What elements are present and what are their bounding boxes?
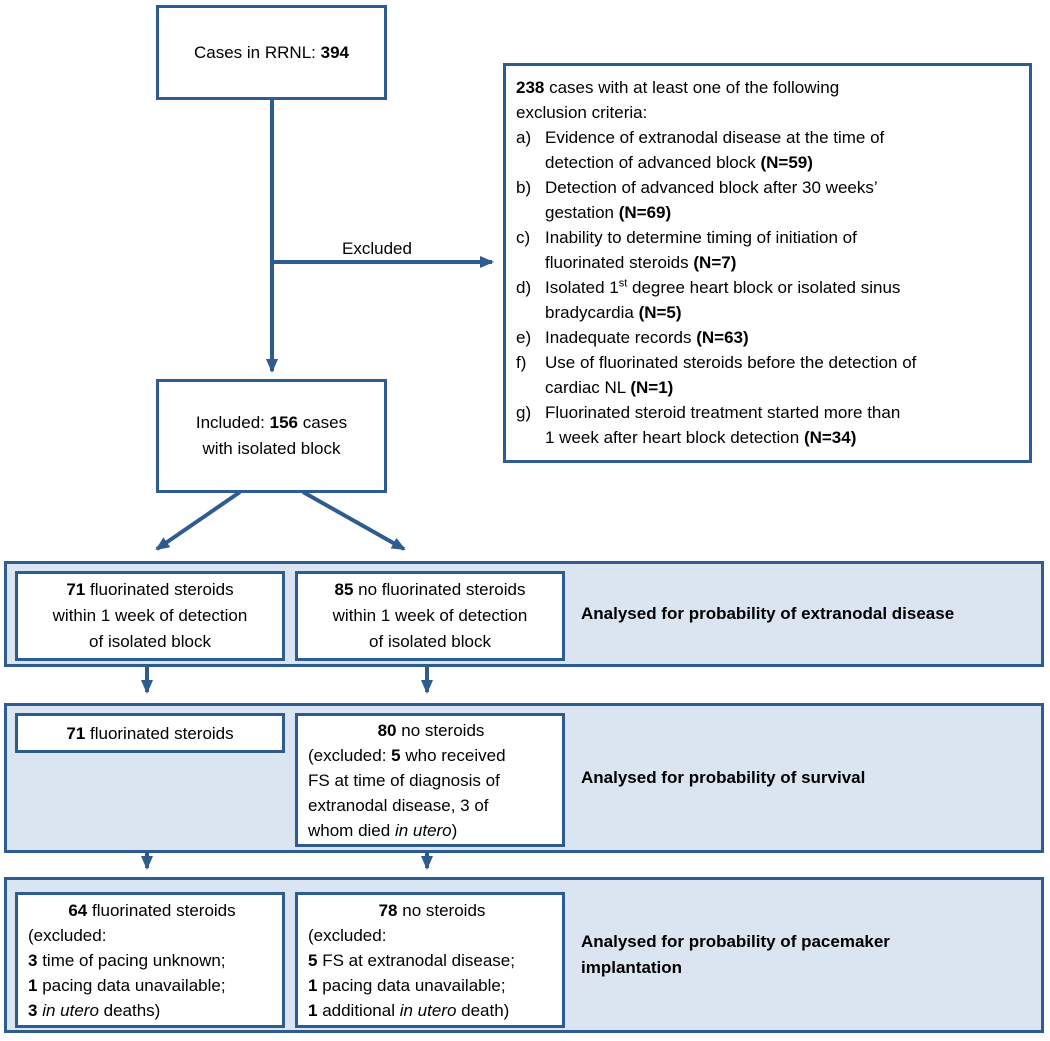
cases-rrnl-box: Cases in RRNL: 394	[156, 5, 387, 100]
band3-no-fs-box: 78 no steroids (excluded: 5 FS at extran…	[295, 892, 565, 1028]
band3-label: Analysed for probability of pacemaker im…	[581, 932, 890, 977]
exclusion-intro-line1: 238 cases with at least one of the follo…	[516, 78, 840, 97]
band-extranodal-disease: 71 fluorinated steroids within 1 week of…	[4, 561, 1044, 667]
exclusion-item-f: f) Use of fluorinated steroids before th…	[516, 353, 917, 397]
included-line2: with isolated block	[202, 439, 341, 458]
band2-fs-box: 71 fluorinated steroids	[15, 713, 285, 753]
included-box: Included: 156 cases with isolated block	[156, 379, 387, 493]
band2-no-fs-box: 80 no steroids (excluded: 5 who received…	[295, 713, 565, 847]
band2-label: Analysed for probability of survival	[581, 768, 866, 787]
exclusion-item-a: a) Evidence of extranodal disease at the…	[516, 128, 885, 172]
band1-fs-box: 71 fluorinated steroids within 1 week of…	[15, 571, 285, 661]
exclusion-item-d: d) Isolated 1st degree heart block or is…	[516, 277, 901, 322]
arrow-included-to-fs	[155, 490, 242, 551]
included-line1: Included: 156 cases	[195, 413, 348, 432]
band1-label: Analysed for probability of extranodal d…	[581, 604, 955, 623]
exclusion-item-e: e) Inadequate records (N=63)	[516, 328, 749, 347]
exclusion-item-g: g) Fluorinated steroid treatment started…	[516, 403, 901, 447]
band3-fs-box: 64 fluorinated steroids (excluded: 3 tim…	[15, 892, 285, 1028]
arrow-included-to-nofs	[302, 490, 406, 551]
exclusion-intro-line2: exclusion criteria:	[516, 103, 648, 122]
band-survival: 71 fluorinated steroids 80 no steroids (…	[4, 703, 1044, 853]
exclusion-item-c: c) Inability to determine timing of init…	[516, 228, 857, 272]
band1-no-fs-box: 85 no fluorinated steroids within 1 week…	[295, 571, 565, 661]
exclusion-item-b: b) Detection of advanced block after 30 …	[516, 178, 878, 222]
excluded-arrow-label: Excluded	[342, 239, 412, 258]
exclusion-criteria-box: 238 cases with at least one of the follo…	[503, 63, 1032, 463]
cases-rrnl-text: Cases in RRNL: 394	[194, 42, 349, 62]
band-pacemaker: 64 fluorinated steroids (excluded: 3 tim…	[4, 877, 1044, 1033]
